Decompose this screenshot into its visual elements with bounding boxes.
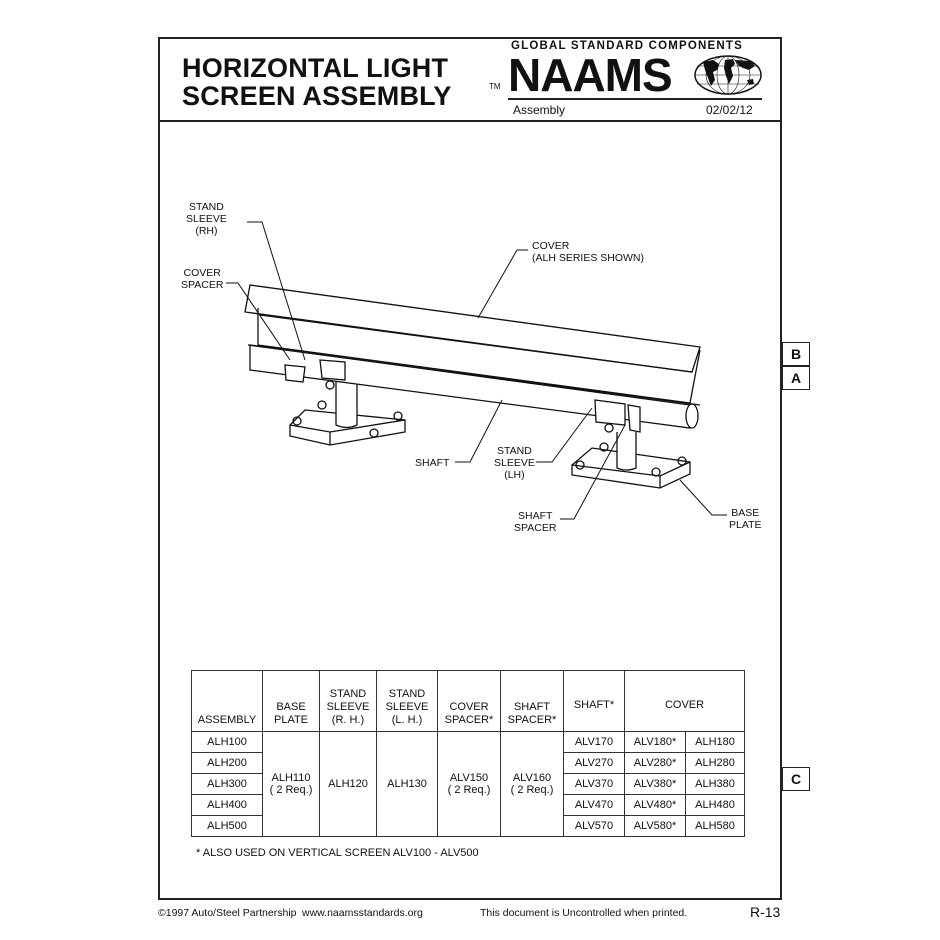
cell-cover-v: ALV180* bbox=[624, 731, 686, 753]
assembly-drawing bbox=[226, 221, 727, 520]
cell-assembly: ALH500 bbox=[191, 815, 263, 837]
logo-tagline: GLOBAL STANDARD COMPONENTS bbox=[511, 40, 744, 52]
cell-assembly: ALH200 bbox=[191, 752, 263, 774]
table-row: ALH500 ALV570 ALV580* ALH580 bbox=[191, 815, 745, 837]
cell-cover-v: ALV580* bbox=[624, 815, 686, 837]
cell-cover-v: ALV280* bbox=[624, 752, 686, 774]
cell-stand-sleeve-lh: ALH130 bbox=[376, 731, 438, 837]
trademark: TM bbox=[489, 82, 501, 91]
cell-shaft: ALV170 bbox=[563, 731, 625, 753]
title-line-2: SCREEN ASSEMBLY bbox=[182, 81, 452, 111]
cell-shaft: ALV570 bbox=[563, 815, 625, 837]
cell-base-plate: ALH110( 2 Req.) bbox=[262, 731, 320, 837]
cell-cover-h: ALH580 bbox=[685, 815, 745, 837]
page-title: HORIZONTAL LIGHT SCREEN ASSEMBLY bbox=[182, 54, 452, 110]
callout-shaft-spacer: SHAFT SPACER bbox=[514, 510, 557, 534]
table-row: ALH100 ALH110( 2 Req.) ALH120 ALH130 ALV… bbox=[191, 731, 745, 837]
cell-stand-sleeve-rh: ALH120 bbox=[319, 731, 377, 837]
header-assembly: ASSEMBLY bbox=[191, 670, 263, 732]
cell-cover-spacer: ALV150( 2 Req.) bbox=[437, 731, 501, 837]
logo-name: NAAMS bbox=[508, 49, 673, 101]
header-shaft: SHAFT* bbox=[563, 670, 625, 732]
globe-icon bbox=[694, 55, 762, 95]
logo-rule bbox=[508, 98, 762, 100]
cell-shaft-spacer: ALV160( 2 Req.) bbox=[500, 731, 564, 837]
revision-date: 02/02/12 bbox=[706, 103, 753, 117]
cell-cover-v: ALV480* bbox=[624, 794, 686, 816]
table-row: ALH300 ALV370 ALV380* ALH380 bbox=[191, 773, 745, 795]
footnote: * ALSO USED ON VERTICAL SCREEN ALV100 - … bbox=[196, 847, 479, 859]
page-number: R-13 bbox=[750, 904, 781, 920]
callout-cover: COVER (ALH SERIES SHOWN) bbox=[532, 240, 645, 264]
section-tab-b[interactable]: B bbox=[782, 342, 810, 366]
cell-cover-v: ALV380* bbox=[624, 773, 686, 795]
section-tab-c[interactable]: C bbox=[782, 767, 810, 791]
callout-shaft: SHAFT bbox=[415, 457, 450, 469]
header-cover: COVER bbox=[624, 670, 745, 732]
section-tab-a[interactable]: A bbox=[782, 366, 810, 390]
cell-shaft: ALV470 bbox=[563, 794, 625, 816]
page-frame bbox=[158, 37, 782, 900]
footer-website[interactable]: www.naamsstandards.org bbox=[302, 907, 423, 919]
cell-assembly: ALH100 bbox=[191, 731, 263, 753]
footer-copyright: ©1997 Auto/Steel Partnership bbox=[158, 907, 297, 919]
callout-stand-sleeve-rh: STAND SLEEVE (RH) bbox=[186, 201, 227, 237]
callout-cover-spacer: COVER SPACER bbox=[181, 267, 224, 291]
cell-cover-h: ALH480 bbox=[685, 794, 745, 816]
cell-assembly: ALH400 bbox=[191, 794, 263, 816]
callout-base-plate: BASE PLATE bbox=[729, 507, 762, 531]
callout-stand-sleeve-lh: STAND SLEEVE (LH) bbox=[494, 445, 535, 481]
cell-assembly: ALH300 bbox=[191, 773, 263, 795]
category-label: Assembly bbox=[513, 103, 566, 117]
cell-shaft: ALV270 bbox=[563, 752, 625, 774]
cell-cover-h: ALH280 bbox=[685, 752, 745, 774]
cell-shaft: ALV370 bbox=[563, 773, 625, 795]
cell-cover-h: ALH180 bbox=[685, 731, 745, 753]
table-row: ALH200 ALV270 ALV280* ALH280 bbox=[191, 752, 745, 774]
footer-notice: This document is Uncontrolled when print… bbox=[480, 907, 688, 919]
header-divider bbox=[158, 120, 782, 122]
title-line-1: HORIZONTAL LIGHT bbox=[182, 53, 449, 83]
cell-cover-h: ALH380 bbox=[685, 773, 745, 795]
